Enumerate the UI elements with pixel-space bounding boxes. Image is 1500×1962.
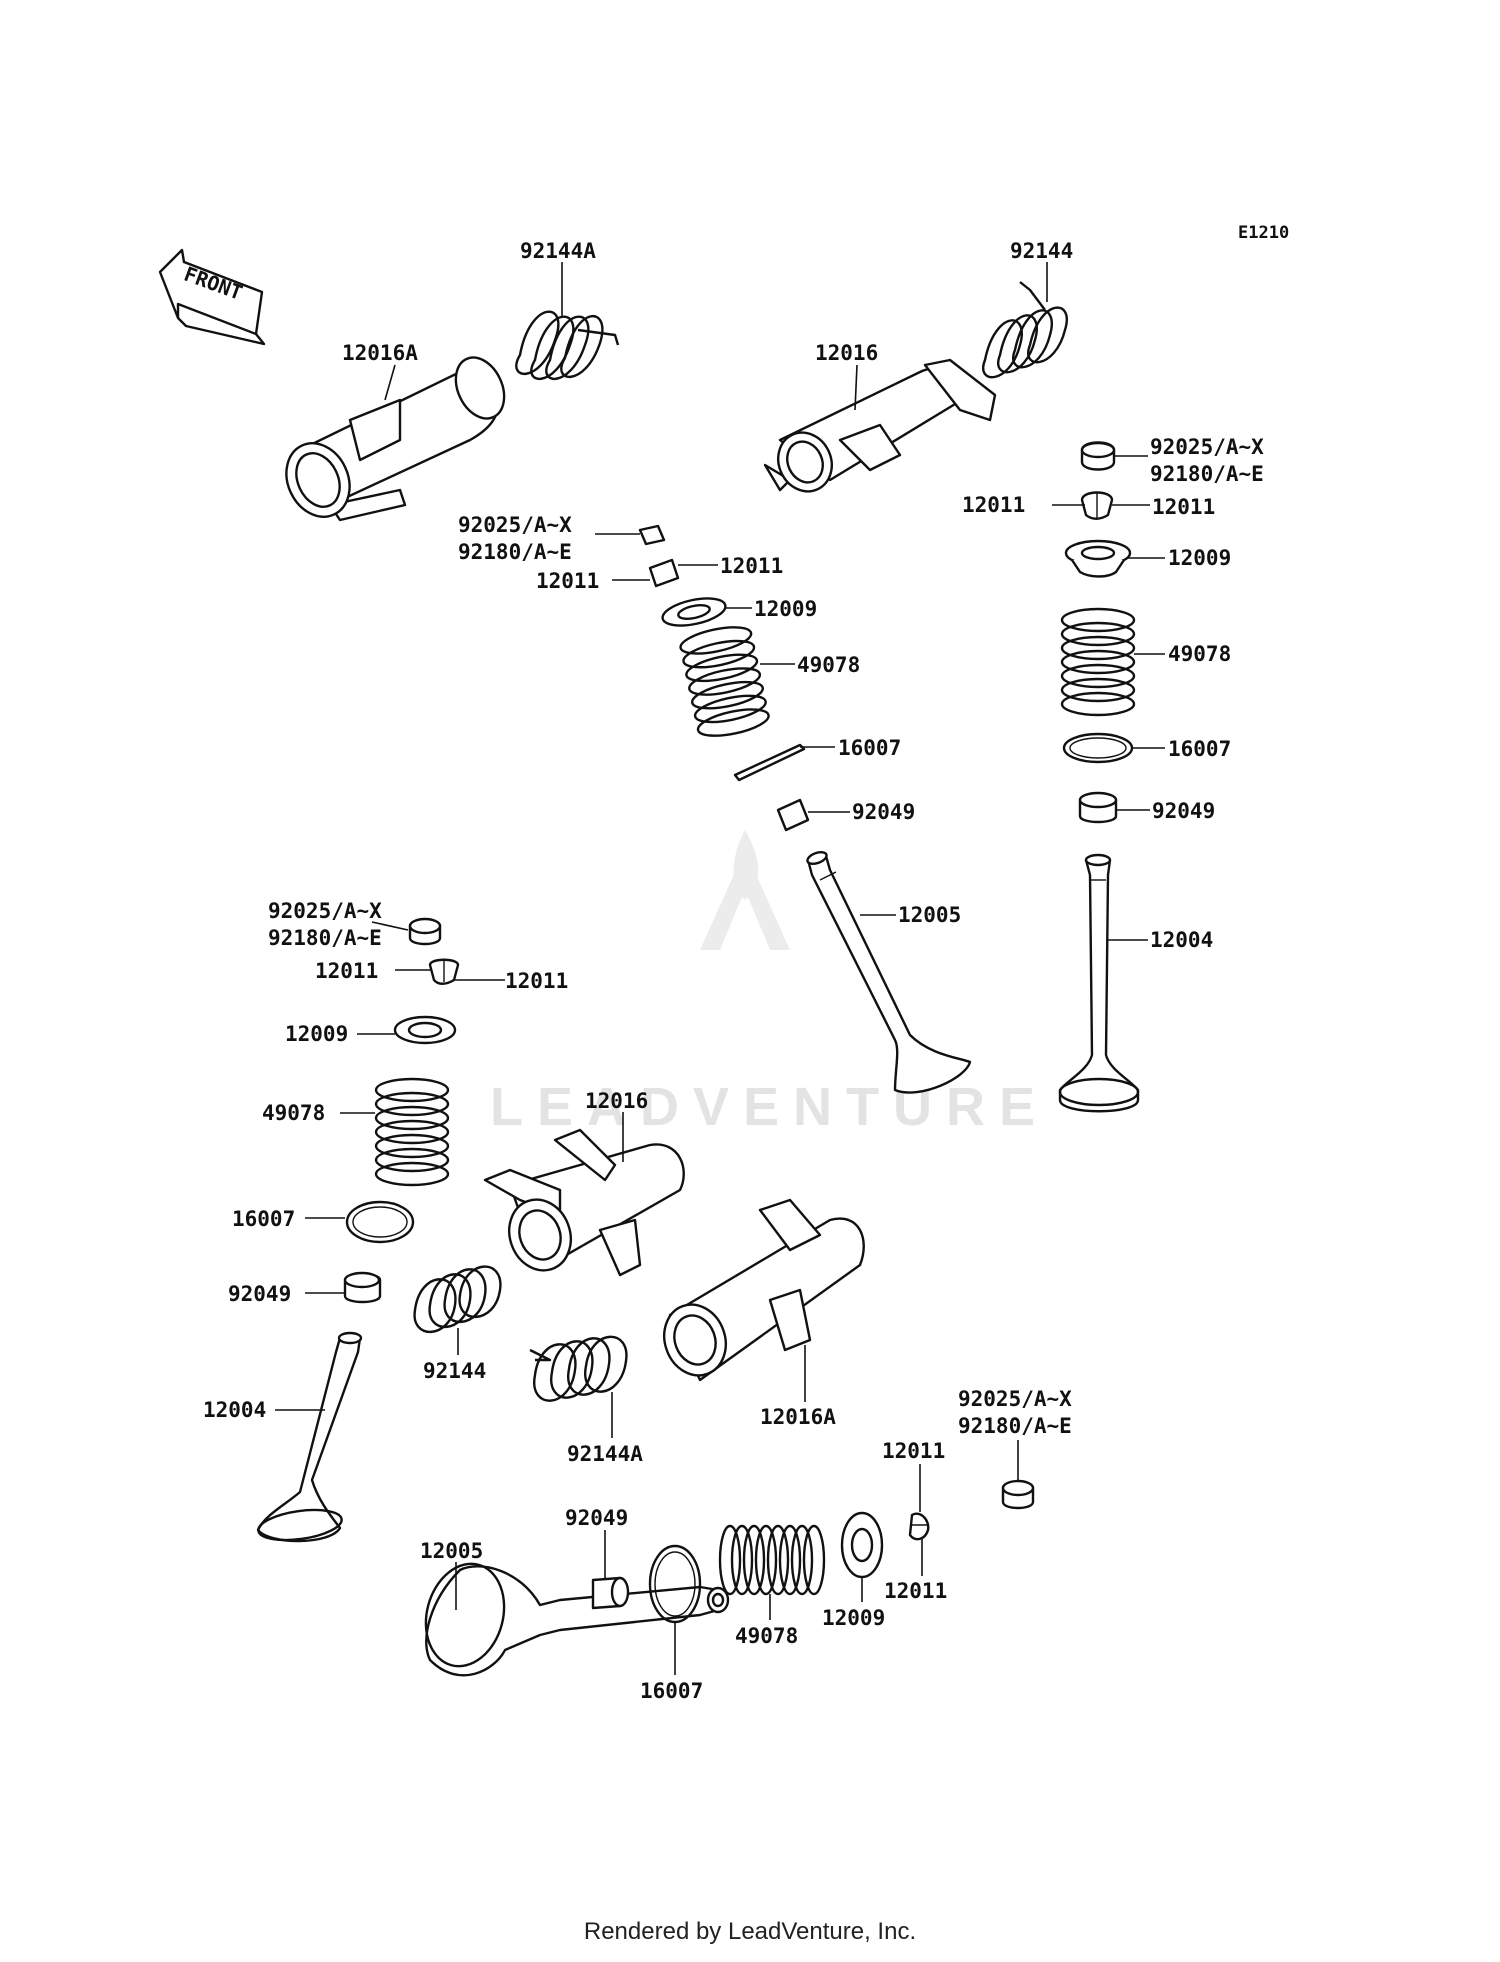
rocker-arm-12016-top [763,358,997,493]
label-center-16007: 16007 [838,736,901,760]
label-12016A-top: 12016A [342,341,418,365]
label-left-12011b: 12011 [505,969,568,993]
footer-credit: Rendered by LeadVenture, Inc. [583,1918,917,1945]
spring-92144-middle [413,1265,502,1334]
label-center-12011a: 12011 [720,554,783,578]
label-left-92180: 92180/A~E [268,926,382,950]
center-valve-stack [638,524,972,1094]
spring-92144A-top [515,310,620,381]
watermark-text: LEADVENTURE [490,1077,1049,1137]
label-center-92025: 92025/A~X [458,513,572,537]
label-bottom-16007: 16007 [640,1679,703,1703]
label-bottom-92180: 92180/A~E [958,1414,1072,1438]
label-left-12011a: 12011 [315,959,378,983]
rocker-arm-12016-middle [483,1128,685,1277]
watermark: LEADVENTURE [490,830,1049,1137]
label-center-49078: 49078 [797,653,860,677]
label-92144-top: 92144 [1010,239,1073,263]
label-middle-92144A: 92144A [567,1442,643,1466]
label-bottom-49078: 49078 [735,1624,798,1648]
label-right-16007: 16007 [1168,737,1231,761]
label-left-92025: 92025/A~X [268,899,382,923]
label-right-12011a: 12011 [962,493,1025,517]
right-valve-stack [1058,441,1140,1113]
label-bottom-12011a: 12011 [882,1439,945,1463]
label-right-92049: 92049 [1152,799,1215,823]
label-bottom-92049: 92049 [565,1506,628,1530]
label-12016-top: 12016 [815,341,878,365]
label-right-12009: 12009 [1168,546,1231,570]
label-right-49078: 49078 [1168,642,1231,666]
label-bottom-92025: 92025/A~X [958,1387,1072,1411]
label-left-92049: 92049 [228,1282,291,1306]
left-valve-stack [256,917,460,1543]
label-center-92049: 92049 [852,800,915,824]
front-arrow-icon: FRONT [158,248,266,346]
label-middle-12016: 12016 [585,1089,648,1113]
label-middle-92144: 92144 [423,1359,486,1383]
label-left-12009: 12009 [285,1022,348,1046]
label-center-92180: 92180/A~E [458,540,572,564]
label-center-12009: 12009 [754,597,817,621]
diagram-code: E1210 [1238,223,1289,243]
label-center-12011b: 12011 [536,569,599,593]
spring-92144A-middle [529,1335,628,1402]
rocker-arm-12016A-middle [663,1198,865,1382]
label-92144A-top: 92144A [520,239,596,263]
label-center-12005: 12005 [898,903,961,927]
bottom-valve-stack [424,1479,1035,1677]
label-right-92180: 92180/A~E [1150,462,1264,486]
label-right-12011b: 12011 [1152,495,1215,519]
label-middle-12016A: 12016A [760,1405,836,1429]
label-bottom-12005: 12005 [420,1539,483,1563]
spring-92144-top [982,281,1068,379]
label-left-16007: 16007 [232,1207,295,1231]
label-bottom-12009: 12009 [822,1606,885,1630]
label-bottom-12011b: 12011 [884,1579,947,1603]
label-left-49078: 49078 [262,1101,325,1125]
rocker-arm-12016A-top [285,356,506,522]
label-right-92025: 92025/A~X [1150,435,1264,459]
label-left-12004: 12004 [203,1398,266,1422]
label-right-12004: 12004 [1150,928,1213,952]
